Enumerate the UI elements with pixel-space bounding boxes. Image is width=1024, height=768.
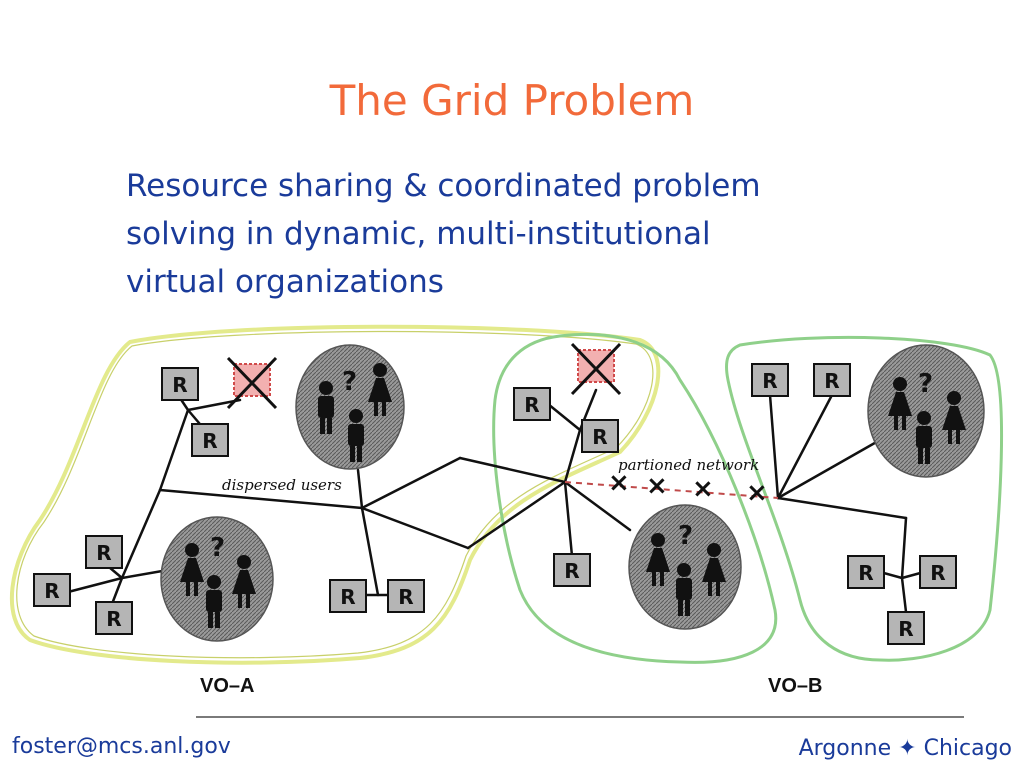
failed-resource-b — [570, 342, 622, 396]
svg-text:R: R — [96, 541, 111, 565]
subtitle-line-2: solving in dynamic, multi-institutional — [126, 216, 711, 252]
resource-node: R — [581, 419, 619, 453]
resource-node: R — [513, 387, 551, 421]
svg-text:R: R — [762, 369, 777, 393]
partitioned-network-label: partioned network — [618, 456, 759, 474]
break-mark-2: × — [646, 471, 668, 501]
resource-node: R — [887, 611, 925, 645]
svg-text:R: R — [898, 617, 913, 641]
svg-text:R: R — [858, 561, 873, 585]
slide-subtitle: Resource sharing & coordinated problem s… — [126, 162, 926, 306]
subtitle-line-3: virtual organizations — [126, 264, 444, 300]
footer-organizations: Argonne ✦ Chicago — [799, 736, 1012, 761]
svg-text:?: ? — [210, 533, 225, 563]
vo-b-outline-right — [725, 335, 1004, 662]
user-group-b-right: ? — [867, 344, 985, 478]
user-group-b-left: ? — [628, 504, 742, 630]
break-mark-4: × — [746, 478, 768, 508]
svg-text:R: R — [340, 585, 355, 609]
user-group-a-top: ? — [295, 344, 405, 470]
svg-text:R: R — [106, 607, 121, 631]
resource-node: R — [33, 573, 71, 607]
resource-node: R — [813, 363, 851, 397]
resource-node: R — [919, 555, 957, 589]
svg-text:?: ? — [342, 367, 357, 397]
footer-org-right: Chicago — [923, 736, 1012, 761]
svg-text:R: R — [398, 585, 413, 609]
svg-text:R: R — [564, 559, 579, 583]
footer-separator-icon: ✦ — [898, 736, 917, 761]
svg-text:R: R — [592, 425, 607, 449]
resource-node: R — [191, 423, 229, 457]
svg-text:R: R — [44, 579, 59, 603]
vo-a-outline-inner — [16, 330, 654, 659]
dispersed-users-label: dispersed users — [222, 476, 342, 494]
svg-text:R: R — [930, 561, 945, 585]
svg-text:R: R — [524, 393, 539, 417]
resource-node: R — [95, 601, 133, 635]
svg-text:R: R — [202, 429, 217, 453]
svg-text:?: ? — [678, 521, 693, 551]
slide-title: The Grid Problem — [329, 76, 695, 125]
vo-b-label: VO–B — [768, 675, 822, 697]
resource-node: R — [553, 553, 591, 587]
resource-nodes: R R R R R R R R R R R R R R R — [33, 363, 957, 645]
vo-a-label: VO–A — [200, 675, 254, 697]
break-mark-1: × — [608, 468, 630, 498]
subtitle-line-1: Resource sharing & coordinated problem — [126, 168, 761, 204]
footer-org-left: Argonne — [798, 736, 892, 761]
svg-text:R: R — [824, 369, 839, 393]
footer-divider — [196, 716, 964, 718]
break-mark-3: × — [692, 474, 714, 504]
failed-resource-a — [226, 356, 278, 410]
footer-email: foster@mcs.anl.gov — [12, 734, 231, 759]
resource-node: R — [387, 579, 425, 613]
svg-text:?: ? — [918, 369, 933, 399]
resource-node: R — [85, 535, 123, 569]
partitioned-link: × × × × — [564, 468, 779, 508]
vo-b-outline-left — [492, 332, 778, 664]
resource-node: R — [847, 555, 885, 589]
svg-text:R: R — [172, 373, 187, 397]
grid-diagram: × × × × R R R R R R R R R R R R R R R — [9, 324, 1004, 697]
resource-node: R — [751, 363, 789, 397]
resource-node: R — [161, 367, 199, 401]
user-group-a-bottom: ? — [160, 516, 274, 642]
resource-node: R — [329, 579, 367, 613]
network-links — [66, 388, 926, 614]
